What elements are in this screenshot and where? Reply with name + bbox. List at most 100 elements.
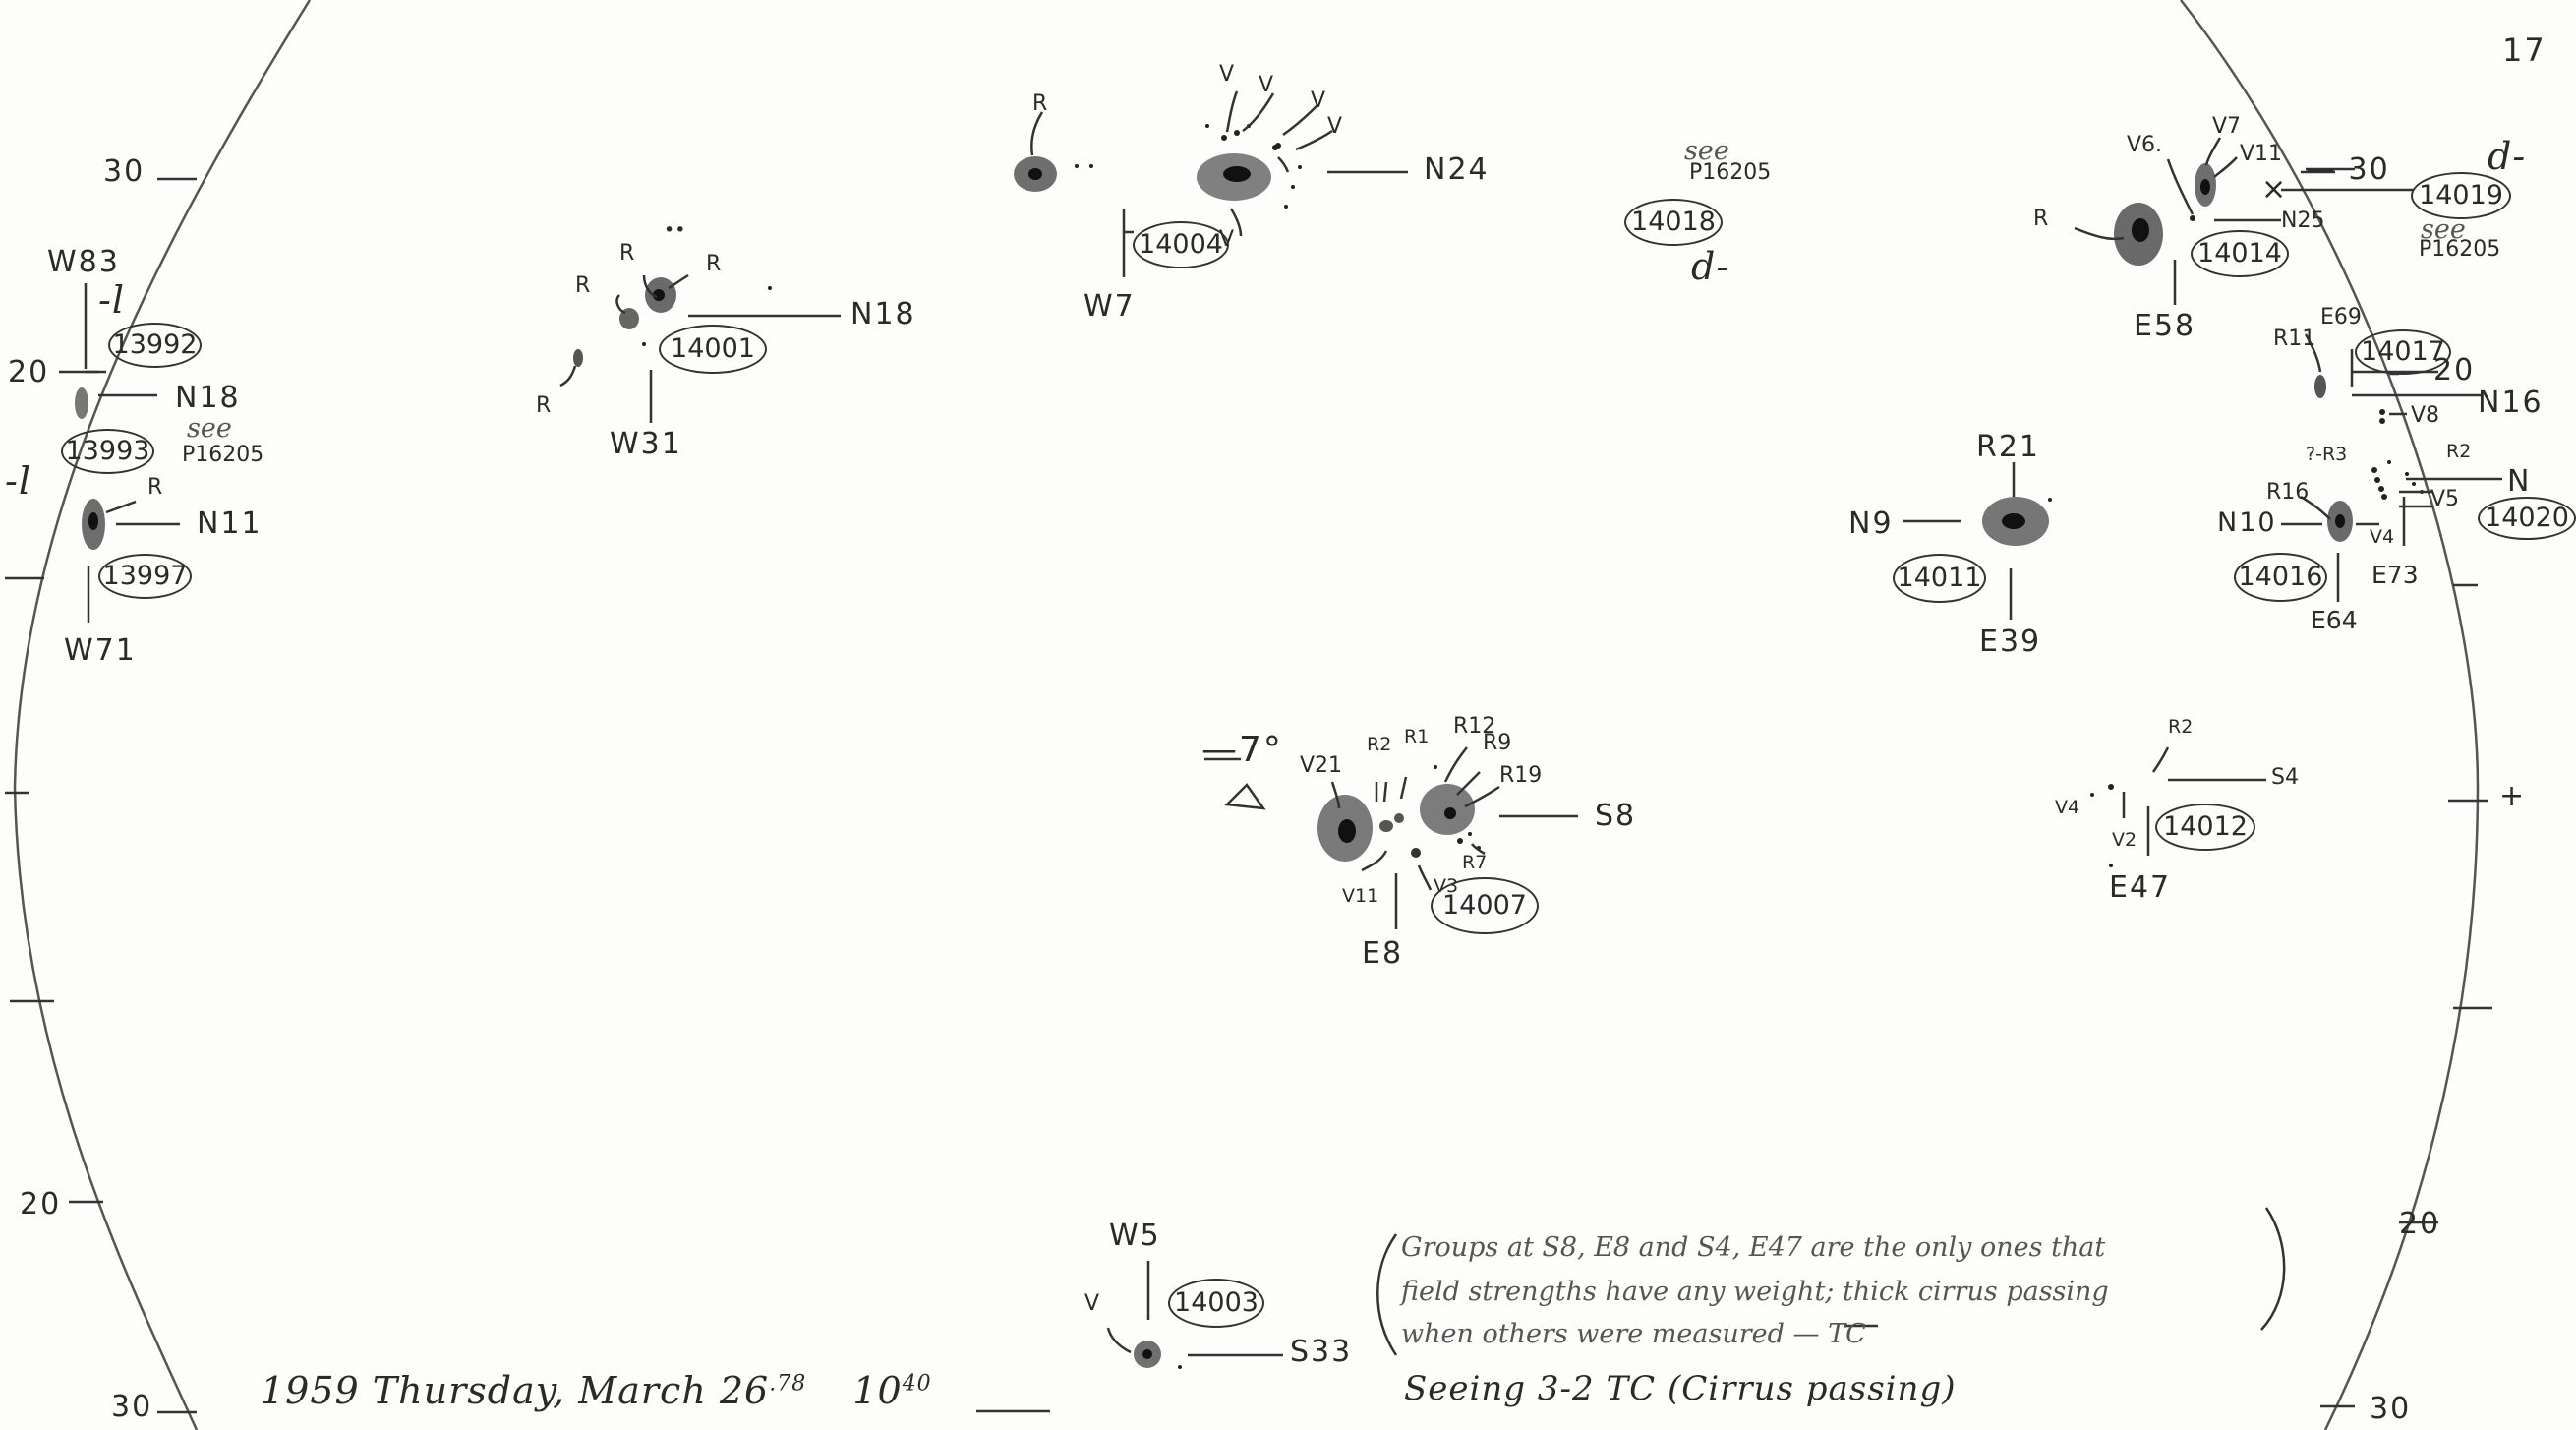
group-14001-dots: •• [664, 219, 686, 241]
group-14012-v2: V2 [2112, 829, 2137, 851]
group-14007-v11: V11 [1342, 885, 1379, 907]
group-14017-v8: V8 [2411, 403, 2440, 428]
group-14014-lat: N25 [2281, 209, 2325, 233]
group-14019-x: × [2261, 172, 2289, 207]
group-14018-number: 14018 [1624, 199, 1723, 246]
group-14007-number: 14007 [1431, 877, 1539, 934]
limb-label-left-20-bottom: 20 [20, 1187, 62, 1221]
group-14001-lat: N18 [850, 297, 916, 331]
group-14003-number: 14003 [1168, 1279, 1264, 1328]
group-14017-number: 14017 [2355, 329, 2451, 375]
group-13993-mark: -l [5, 459, 31, 503]
group-14014-v11: V11 [2240, 142, 2283, 166]
group-14014-v7: V7 [2212, 114, 2242, 139]
group-14007-r7: R7 [1462, 852, 1488, 873]
limb-label-left-30-top: 30 [103, 154, 146, 189]
group-13993-ref: P16205 [182, 443, 264, 467]
group-13993-see: see [187, 413, 232, 444]
group-14020-r3: ?-R3 [2306, 444, 2348, 465]
group-14014-lon: E58 [2134, 309, 2196, 343]
group-14007-lon: E8 [1362, 936, 1404, 971]
group-13992-lat: N18 [175, 381, 241, 415]
group-14019-mark: d- [2488, 135, 2527, 178]
group-14017-lat: N16 [2478, 386, 2544, 420]
group-14004-lat: N24 [1424, 152, 1490, 187]
observer-note-line-1: Groups at S8, E8 and S4, E47 are the onl… [1401, 1232, 2106, 1263]
group-14018-ref: P16205 [1689, 160, 1772, 185]
group-14004-polarity-r: R [1032, 91, 1048, 116]
group-14004-v3: V [1311, 89, 1326, 113]
group-14011-number: 14011 [1893, 554, 1986, 603]
group-14012-number: 14012 [2155, 804, 2255, 851]
group-14016-lon2: E73 [2371, 561, 2419, 589]
limb-label-left-30-bottom: 30 [111, 1390, 153, 1424]
group-14011-lon: E39 [1979, 625, 2042, 659]
group-14020-r2: R2 [2446, 441, 2472, 462]
group-14007-r19: R19 [1499, 763, 1543, 788]
observer-note-line-2: field strengths have any weight; thick c… [1401, 1277, 2109, 1307]
group-13997-polarity: R [147, 475, 163, 500]
group-14016-polarity: R16 [2266, 480, 2310, 505]
group-14017-lat2: 20 [2433, 353, 2476, 387]
group-14014-lat2: — 30 [2306, 152, 2390, 187]
observation-date-fraction: .78 [769, 1371, 807, 1397]
limb-right [2180, 0, 2480, 1430]
group-14020-number: 14020 [2478, 497, 2576, 540]
group-14004-v2: V [1259, 73, 1274, 97]
group-14004-number: 14004 [1133, 221, 1229, 268]
group-14020-v5: V5 [2430, 487, 2460, 511]
group-14011-lat: N9 [1848, 506, 1894, 541]
group-14004-lon: W7 [1083, 289, 1136, 324]
group-14003-lon: W5 [1109, 1219, 1161, 1253]
group-14001-lon: W31 [610, 427, 682, 461]
observation-date: 1959 Thursday, March 26.78 1040 [261, 1369, 932, 1412]
observer-note-line-3: when others were measured — TC [1401, 1319, 1866, 1349]
group-14007-r2: R2 [1367, 734, 1392, 755]
group-14017-lon: E69 [2320, 305, 2362, 329]
group-14012-lat: S4 [2271, 765, 2299, 790]
seeing-conditions: Seeing 3-2 TC (Cirrus passing) [1404, 1369, 1957, 1408]
group-14019-ref: P16205 [2419, 237, 2501, 262]
group-13992-mark: -l [98, 278, 125, 322]
group-14016-number: 14016 [2234, 553, 2327, 602]
group-14012-v4: V4 [2055, 797, 2080, 818]
group-14016-lon: E64 [2311, 606, 2358, 634]
limb-left [13, 0, 312, 1430]
group-14004-v1: V [1219, 62, 1235, 87]
group-14018-mark: d- [1691, 245, 1730, 288]
group-14007-v21: V21 [1300, 753, 1343, 778]
group-14011-polarity: R21 [1976, 430, 2041, 464]
group-14001-number: 14001 [659, 325, 767, 374]
group-13993-number: 13993 [61, 429, 154, 474]
group-14014-polarity-r: R [2033, 207, 2049, 231]
group-14007-r12: R12 [1453, 714, 1496, 739]
limb-label-right-30-bottom: 30 [2370, 1392, 2412, 1426]
group-13992-number: 13992 [108, 323, 202, 368]
group-14004-v4: V [1327, 114, 1343, 139]
group-13992-lon: W83 [47, 245, 120, 279]
observation-time: 1040 [852, 1369, 932, 1412]
group-14007-lat: S8 [1595, 799, 1637, 833]
group-14007-angle: —7° [1201, 730, 1283, 770]
group-14018-see: see [1684, 136, 1729, 166]
group-14003-v: V [1084, 1291, 1100, 1316]
group-14020-lat: N [2507, 464, 2532, 499]
group-14016-v4: V4 [2370, 526, 2395, 548]
page-number: 17 [2502, 31, 2547, 69]
group-14001-polarity-d: R [536, 393, 552, 418]
group-13997-lon: W71 [64, 633, 137, 668]
limb-label-left-20-top: 20 [8, 355, 50, 389]
group-13997-number: 13997 [98, 554, 192, 599]
group-14007-r1: R1 [1404, 726, 1430, 747]
group-14003-lat: S33 [1290, 1335, 1353, 1369]
group-14017-polarity: R11 [2273, 327, 2316, 351]
group-14007-r9: R9 [1483, 731, 1512, 755]
group-14012-r2: R2 [2168, 716, 2194, 738]
limb-label-right-20-bottom: 20 [2399, 1207, 2441, 1241]
group-14001-polarity-c: R [706, 252, 722, 276]
group-14012-lon: E47 [2109, 870, 2172, 905]
group-14019-number: 14019 [2411, 172, 2511, 219]
group-14014-v6: V6. [2127, 133, 2163, 157]
